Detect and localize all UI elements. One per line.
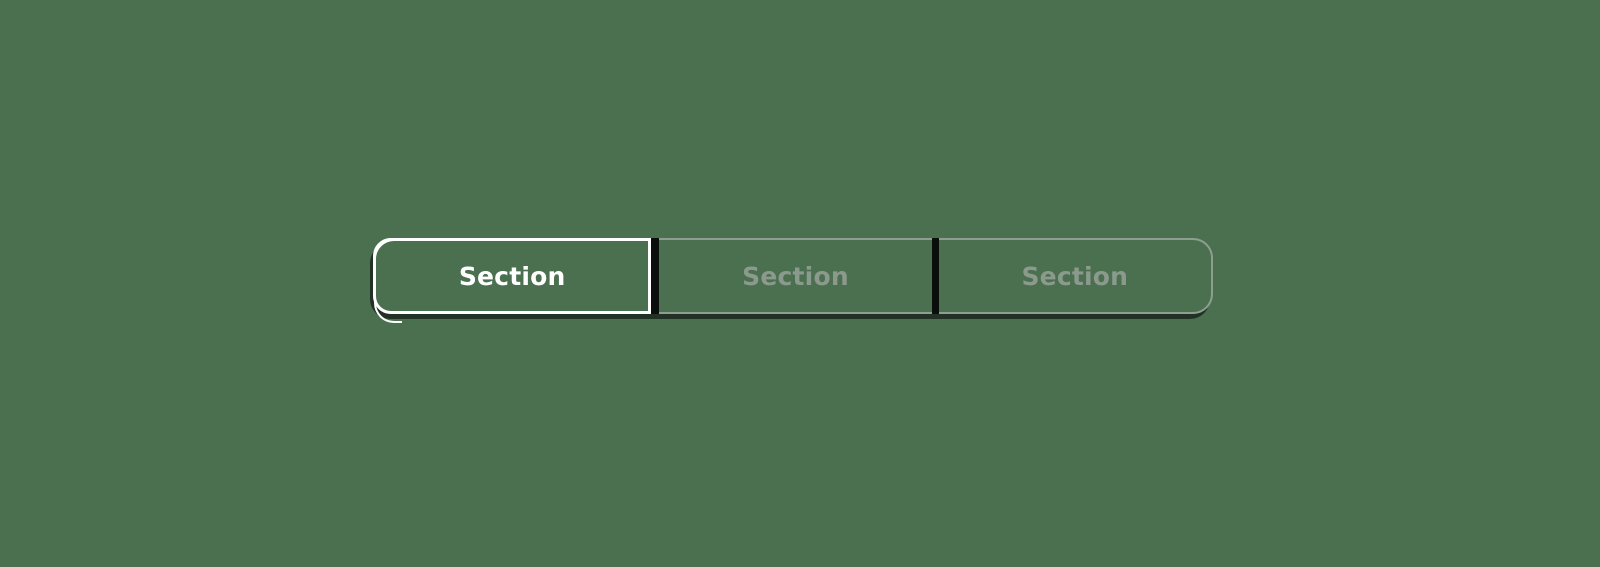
segment-tab-0-label: Section: [458, 261, 566, 291]
segmented-control[interactable]: Section Section Section: [373, 238, 1213, 323]
active-left-cap-highlight: [374, 239, 402, 323]
segment-divider-0: [651, 238, 660, 314]
segment-tab-2[interactable]: Section: [939, 240, 1211, 312]
segment-divider-1: [931, 238, 939, 314]
segment-tab-2-label: Section: [1021, 261, 1129, 291]
segment-tab-0[interactable]: Section: [373, 238, 652, 323]
segment-tab-1[interactable]: Section: [659, 240, 931, 312]
segment-tab-1-label: Section: [742, 261, 849, 291]
